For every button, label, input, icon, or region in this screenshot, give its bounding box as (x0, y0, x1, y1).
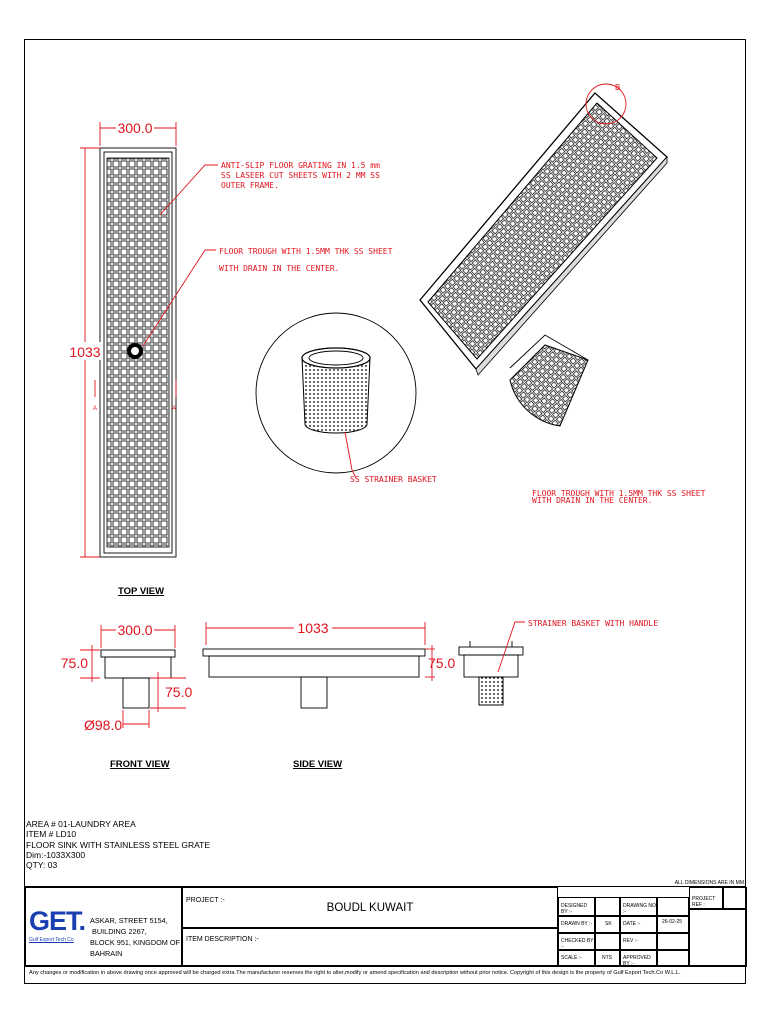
svg-text:WITH DRAIN IN THE CENTER.: WITH DRAIN IN THE CENTER. (219, 264, 339, 273)
top-view: A A 300.0 1033 TOP VIEW (68, 119, 218, 597)
title-block: GET. Gulf Export Tech Co ASKAR, STREET 5… (24, 886, 747, 967)
item-info: AREA # 01-LAUNDRY AREA ITEM # LD10 FLOOR… (26, 819, 210, 870)
dimension-line: Dim:-1033X300 (26, 849, 86, 860)
iso-note-line-2: WITH DRAIN IN THE CENTER. (532, 496, 652, 505)
drawing-no-label: DRAWING NO :- (623, 903, 656, 915)
item-description-cell: ITEM DESCRIPTION :- (182, 928, 558, 967)
drawn-by-label: DRAWN BY :- (561, 921, 593, 927)
qty-line: QTY: 03 (26, 860, 58, 871)
svg-text:OUTER FRAME.: OUTER FRAME. (221, 181, 279, 190)
checked-by-label: CHECKED BY :- (561, 938, 594, 950)
company-address: ASKAR, STREET 5154, BUILDING 2267, BLOCK… (90, 916, 181, 958)
date-value: 26-02-25 (662, 919, 683, 925)
company-logo-subtitle: Gulf Export Tech Co (29, 937, 74, 943)
project-ref-label: PROJECT REF : (692, 896, 716, 908)
dim-outlet-diameter: Ø98.0 (84, 717, 122, 733)
dim-top-length: 1033 (69, 344, 100, 360)
dim-side-length: 1033 (297, 620, 328, 636)
scale-value: NTS (602, 955, 612, 961)
company-logo: GET. (29, 906, 86, 936)
detail-mark: B (615, 83, 620, 92)
top-view-label: TOP VIEW (118, 586, 164, 597)
front-view-label: FRONT VIEW (110, 759, 170, 770)
isometric-view: B FLOOR TROUGH WITH 1.5MM THK SS SHEET W… (419, 83, 706, 505)
svg-text:ANTI-SLIP FLOOR GRATING IN 1.5: ANTI-SLIP FLOOR GRATING IN 1.5 mm (221, 161, 380, 170)
strainer-basket-detail: SS STRAINER BASKET (255, 312, 437, 484)
project-name: BOUDL KUWAIT (326, 902, 414, 914)
footer-disclaimer: Any changes or modification in above dra… (24, 966, 746, 984)
iso-note-line-1: FLOOR TROUGH WITH 1.5MM THK SS SHEET (532, 489, 706, 498)
item-line: ITEM # LD10 (26, 829, 77, 840)
area-line: AREA # 01-LAUNDRY AREA (26, 819, 136, 829)
project-ref-value (723, 887, 747, 909)
project-ref-area (689, 909, 747, 967)
section-mark-right: A (172, 406, 176, 412)
dim-side-height: 75.0 (428, 655, 455, 671)
section-mark-left: A (93, 406, 97, 412)
company-cell: GET. Gulf Export Tech Co ASKAR, STREET 5… (25, 887, 182, 967)
project-label: PROJECT :- (186, 897, 225, 904)
designed-by-value (595, 897, 620, 916)
project-cell: PROJECT :- BOUDL KUWAIT (182, 887, 558, 928)
dim-front-outlet-height: 75.0 (165, 684, 192, 700)
approved-by-label: APPROVED BY :- (623, 955, 651, 967)
callout-grating: ANTI-SLIP FLOOR GRATING IN 1.5 mm SS LAS… (221, 161, 380, 190)
approved-by-value (657, 950, 689, 967)
rev-label: REV :- (623, 938, 638, 944)
item-description-label: ITEM DESCRIPTION :- (186, 936, 259, 943)
designed-by-label: DESIGNED BY :- (561, 903, 588, 915)
handle-callout: STRAINER BASKET WITH HANDLE (528, 619, 658, 628)
front-view: 300.0 75.0 75.0 Ø98.0 FRONT VIEW (61, 621, 192, 770)
rev-value (657, 933, 689, 950)
svg-text:FLOOR TROUGH WITH 1.5MM THK SS: FLOOR TROUGH WITH 1.5MM THK SS SHEET (219, 247, 393, 256)
dim-front-height: 75.0 (61, 655, 88, 671)
side-view: 1033 75.0 SIDE VIEW (202, 619, 455, 770)
dimensions-note: ALL DIMENSIONS ARE IN MM (674, 880, 744, 886)
strainer-with-handle: STRAINER BASKET WITH HANDLE (458, 619, 658, 706)
date-label: DATE :- (623, 921, 641, 927)
checked-by-value (595, 933, 620, 950)
svg-text:SS LASEER CUT SHEETS WITH 2 MM: SS LASEER CUT SHEETS WITH 2 MM SS (221, 171, 380, 180)
scale-label: SCALE :- (561, 955, 582, 961)
side-view-label: SIDE VIEW (293, 759, 342, 770)
drawn-by-value: SK (605, 921, 612, 927)
drawing-no-value (657, 897, 689, 916)
dim-front-width: 300.0 (117, 622, 152, 638)
basket-callout: SS STRAINER BASKET (350, 475, 437, 484)
callout-trough: FLOOR TROUGH WITH 1.5MM THK SS SHEET WIT… (219, 247, 393, 273)
description-line: FLOOR SINK WITH STAINLESS STEEL GRATE (26, 839, 211, 850)
dim-top-width: 300.0 (117, 120, 152, 136)
